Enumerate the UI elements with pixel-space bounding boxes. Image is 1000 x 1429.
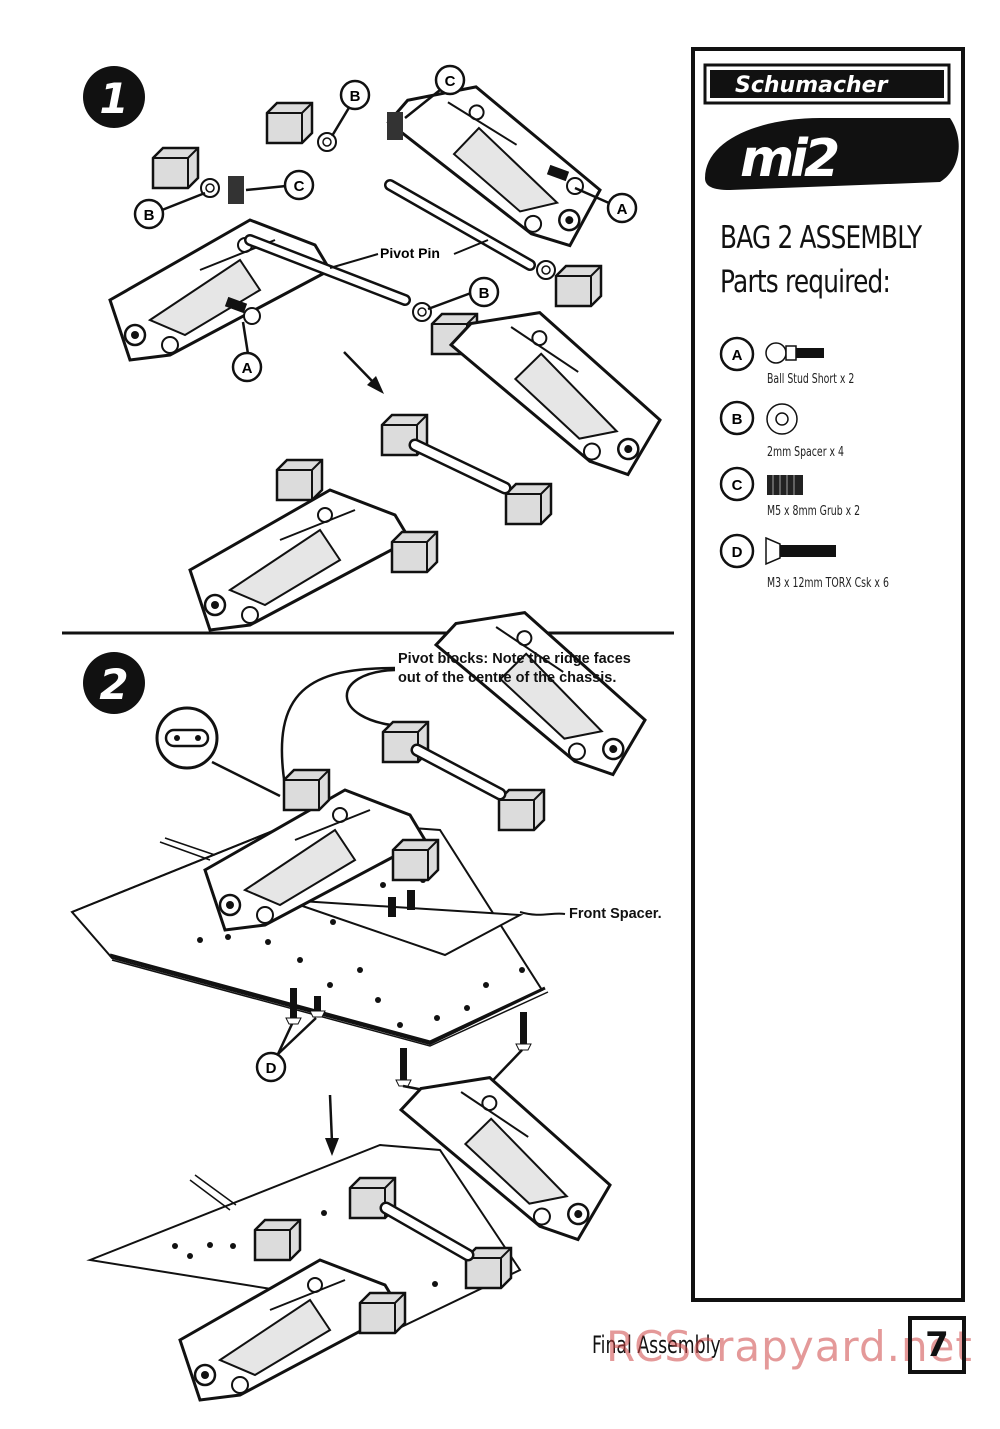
svg-text:B: B (144, 207, 155, 224)
spacer-ring (536, 260, 556, 280)
step-2-badge: 2 (83, 652, 145, 714)
countersunk-screw-icon (765, 536, 836, 566)
pivot-pin-right (384, 179, 536, 271)
part-label-d: M3 x 12mm TORX Csk x 6 (767, 576, 889, 591)
part-label-b: 2mm Spacer x 4 (767, 445, 844, 460)
step1-left-wishbone (108, 218, 332, 362)
parts-required-heading: Parts required: (720, 264, 891, 300)
ridge-zoom-bubble (155, 706, 281, 798)
pivot-note-leader (280, 666, 396, 787)
grub-screw (387, 112, 403, 140)
part-label-a: Ball Stud Short x 2 (767, 372, 855, 387)
svg-text:C: C (445, 73, 456, 90)
pivot-block (265, 101, 314, 145)
countersunk-screw (285, 988, 302, 1025)
svg-text:1: 1 (99, 74, 128, 123)
countersunk-screw (395, 1048, 412, 1087)
part-letter-a: A (719, 336, 755, 372)
page-number: 7 (908, 1316, 966, 1374)
pivot-pin-left (244, 234, 411, 306)
callout-b: B (330, 79, 371, 137)
part-letter-b: B (719, 400, 755, 436)
final-assembly-view (86, 1059, 629, 1402)
part-letter-c: C (719, 466, 755, 502)
svg-text:B: B (350, 88, 361, 105)
countersunk-screw (309, 996, 326, 1018)
schumacher-logo-text: Schumacher (735, 73, 889, 98)
svg-text:B: B (732, 411, 743, 428)
grub-screw (228, 176, 244, 204)
step1-assembled-left (188, 458, 439, 632)
svg-text:2: 2 (99, 660, 128, 709)
section-title: Final Assembly (592, 1331, 721, 1359)
spacer-ring (317, 132, 337, 152)
callout-c: C (245, 169, 315, 201)
svg-text:C: C (732, 477, 743, 494)
svg-text:C: C (294, 178, 305, 195)
svg-text:A: A (617, 201, 628, 218)
step1-right-wishbone (371, 71, 616, 251)
grub-screw-icon (767, 475, 803, 495)
callout-a: A (574, 186, 638, 224)
callout-c: C (404, 64, 466, 119)
front-spacer-label: Front Spacer. (569, 906, 662, 922)
bag-title: BAG 2 ASSEMBLY (720, 220, 922, 256)
callout-d: D (255, 1017, 317, 1083)
ball-stud-icon (765, 342, 824, 364)
callout-b: B (133, 191, 206, 230)
mi2-logo: mi2 (705, 118, 959, 190)
step-1-badge: 1 (83, 66, 145, 128)
svg-text:A: A (732, 347, 743, 364)
svg-text:A: A (242, 360, 253, 377)
pivot-blocks-note: Pivot blocks: Note the ridge faces out o… (398, 651, 631, 686)
arrow-down-icon (343, 351, 384, 394)
callout-b: B (427, 276, 500, 311)
step1-assembled-right (380, 294, 679, 526)
spacer-ring (200, 178, 220, 198)
pivot-pin-label: Pivot Pin (329, 239, 489, 269)
ball-stud (224, 296, 261, 325)
pivot-note-leader (345, 668, 401, 728)
part-label-c: M5 x 8mm Grub x 2 (767, 504, 861, 519)
svg-text:D: D (732, 544, 743, 561)
sidebar-frame (691, 47, 965, 1302)
front-spacer-leader (519, 911, 566, 916)
spacer-ring (412, 302, 432, 322)
arrow-down-icon (325, 1094, 339, 1156)
countersunk-screw (515, 1012, 532, 1051)
pivot-block (151, 146, 200, 190)
part-letter-d: D (719, 533, 755, 569)
step2-right-wishbone (381, 594, 664, 832)
svg-text:B: B (479, 285, 490, 302)
spacer-icon (766, 403, 798, 435)
pivot-block (554, 264, 603, 308)
svg-text:mi2: mi2 (740, 129, 838, 189)
svg-text:D: D (266, 1060, 277, 1077)
callout-a: A (231, 321, 263, 383)
svg-text:Pivot Pin: Pivot Pin (380, 245, 440, 261)
